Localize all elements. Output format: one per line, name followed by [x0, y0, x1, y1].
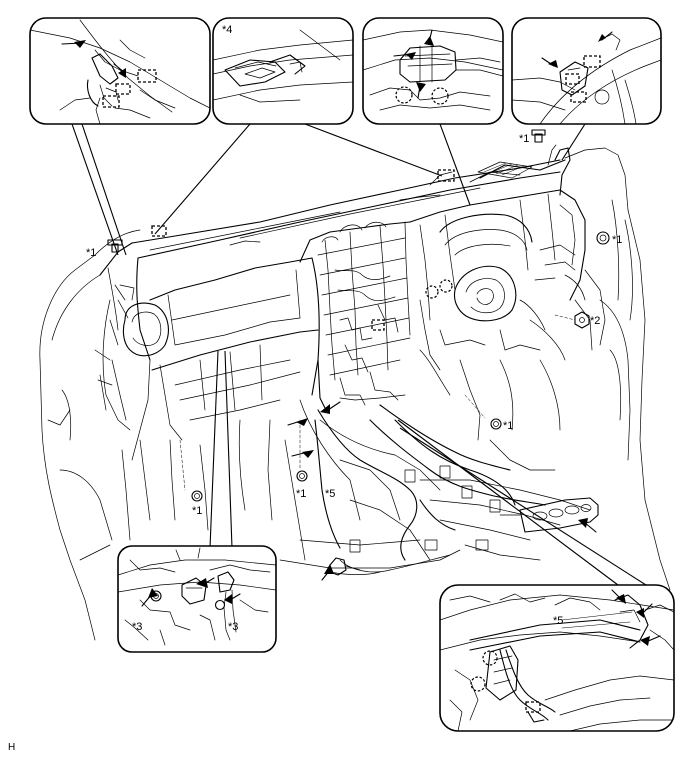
dashboard-illustration	[39, 144, 671, 641]
callout-box-a-pillar-right	[511, 17, 662, 125]
main-arrows	[287, 401, 597, 581]
label-star5-main: *5	[325, 488, 335, 500]
label-star1-right-mid: *1	[612, 234, 622, 246]
callout-box-meter-clips	[362, 17, 504, 125]
label-star1-lower-left: *1	[192, 505, 202, 517]
bolt-icon	[296, 470, 308, 482]
label-star1-left-upper: *1	[86, 247, 96, 259]
bolt-icon	[531, 129, 546, 143]
label-star2: *2	[590, 315, 600, 327]
diagram-code: H	[8, 742, 15, 753]
bolt-icon	[191, 490, 203, 502]
label-star1-center-left: *1	[296, 488, 306, 500]
bolt-icon	[596, 231, 610, 245]
callout-box-a-pillar-left	[29, 17, 211, 125]
label-star3-left: *3	[132, 621, 142, 633]
labels: *1 *1 *1 *2 *1 *1 *5 *1 *4 *3 *3 *5 H	[8, 24, 622, 753]
label-star3-right: *3	[228, 621, 238, 633]
label-star1-center-right: *1	[503, 420, 513, 432]
callout-box-dash-top-clip	[212, 17, 354, 125]
label-star1-right-upper: *1	[519, 133, 529, 145]
callout-leaders	[71, 123, 647, 586]
nut-icon	[574, 311, 590, 329]
callout-box-lower-bracket	[117, 545, 277, 653]
bolt-icon	[490, 418, 502, 430]
callout-box-floor-harness	[439, 584, 675, 732]
label-star4: *4	[222, 24, 232, 36]
label-star5-callout: *5	[553, 615, 563, 627]
fasteners	[107, 129, 610, 502]
